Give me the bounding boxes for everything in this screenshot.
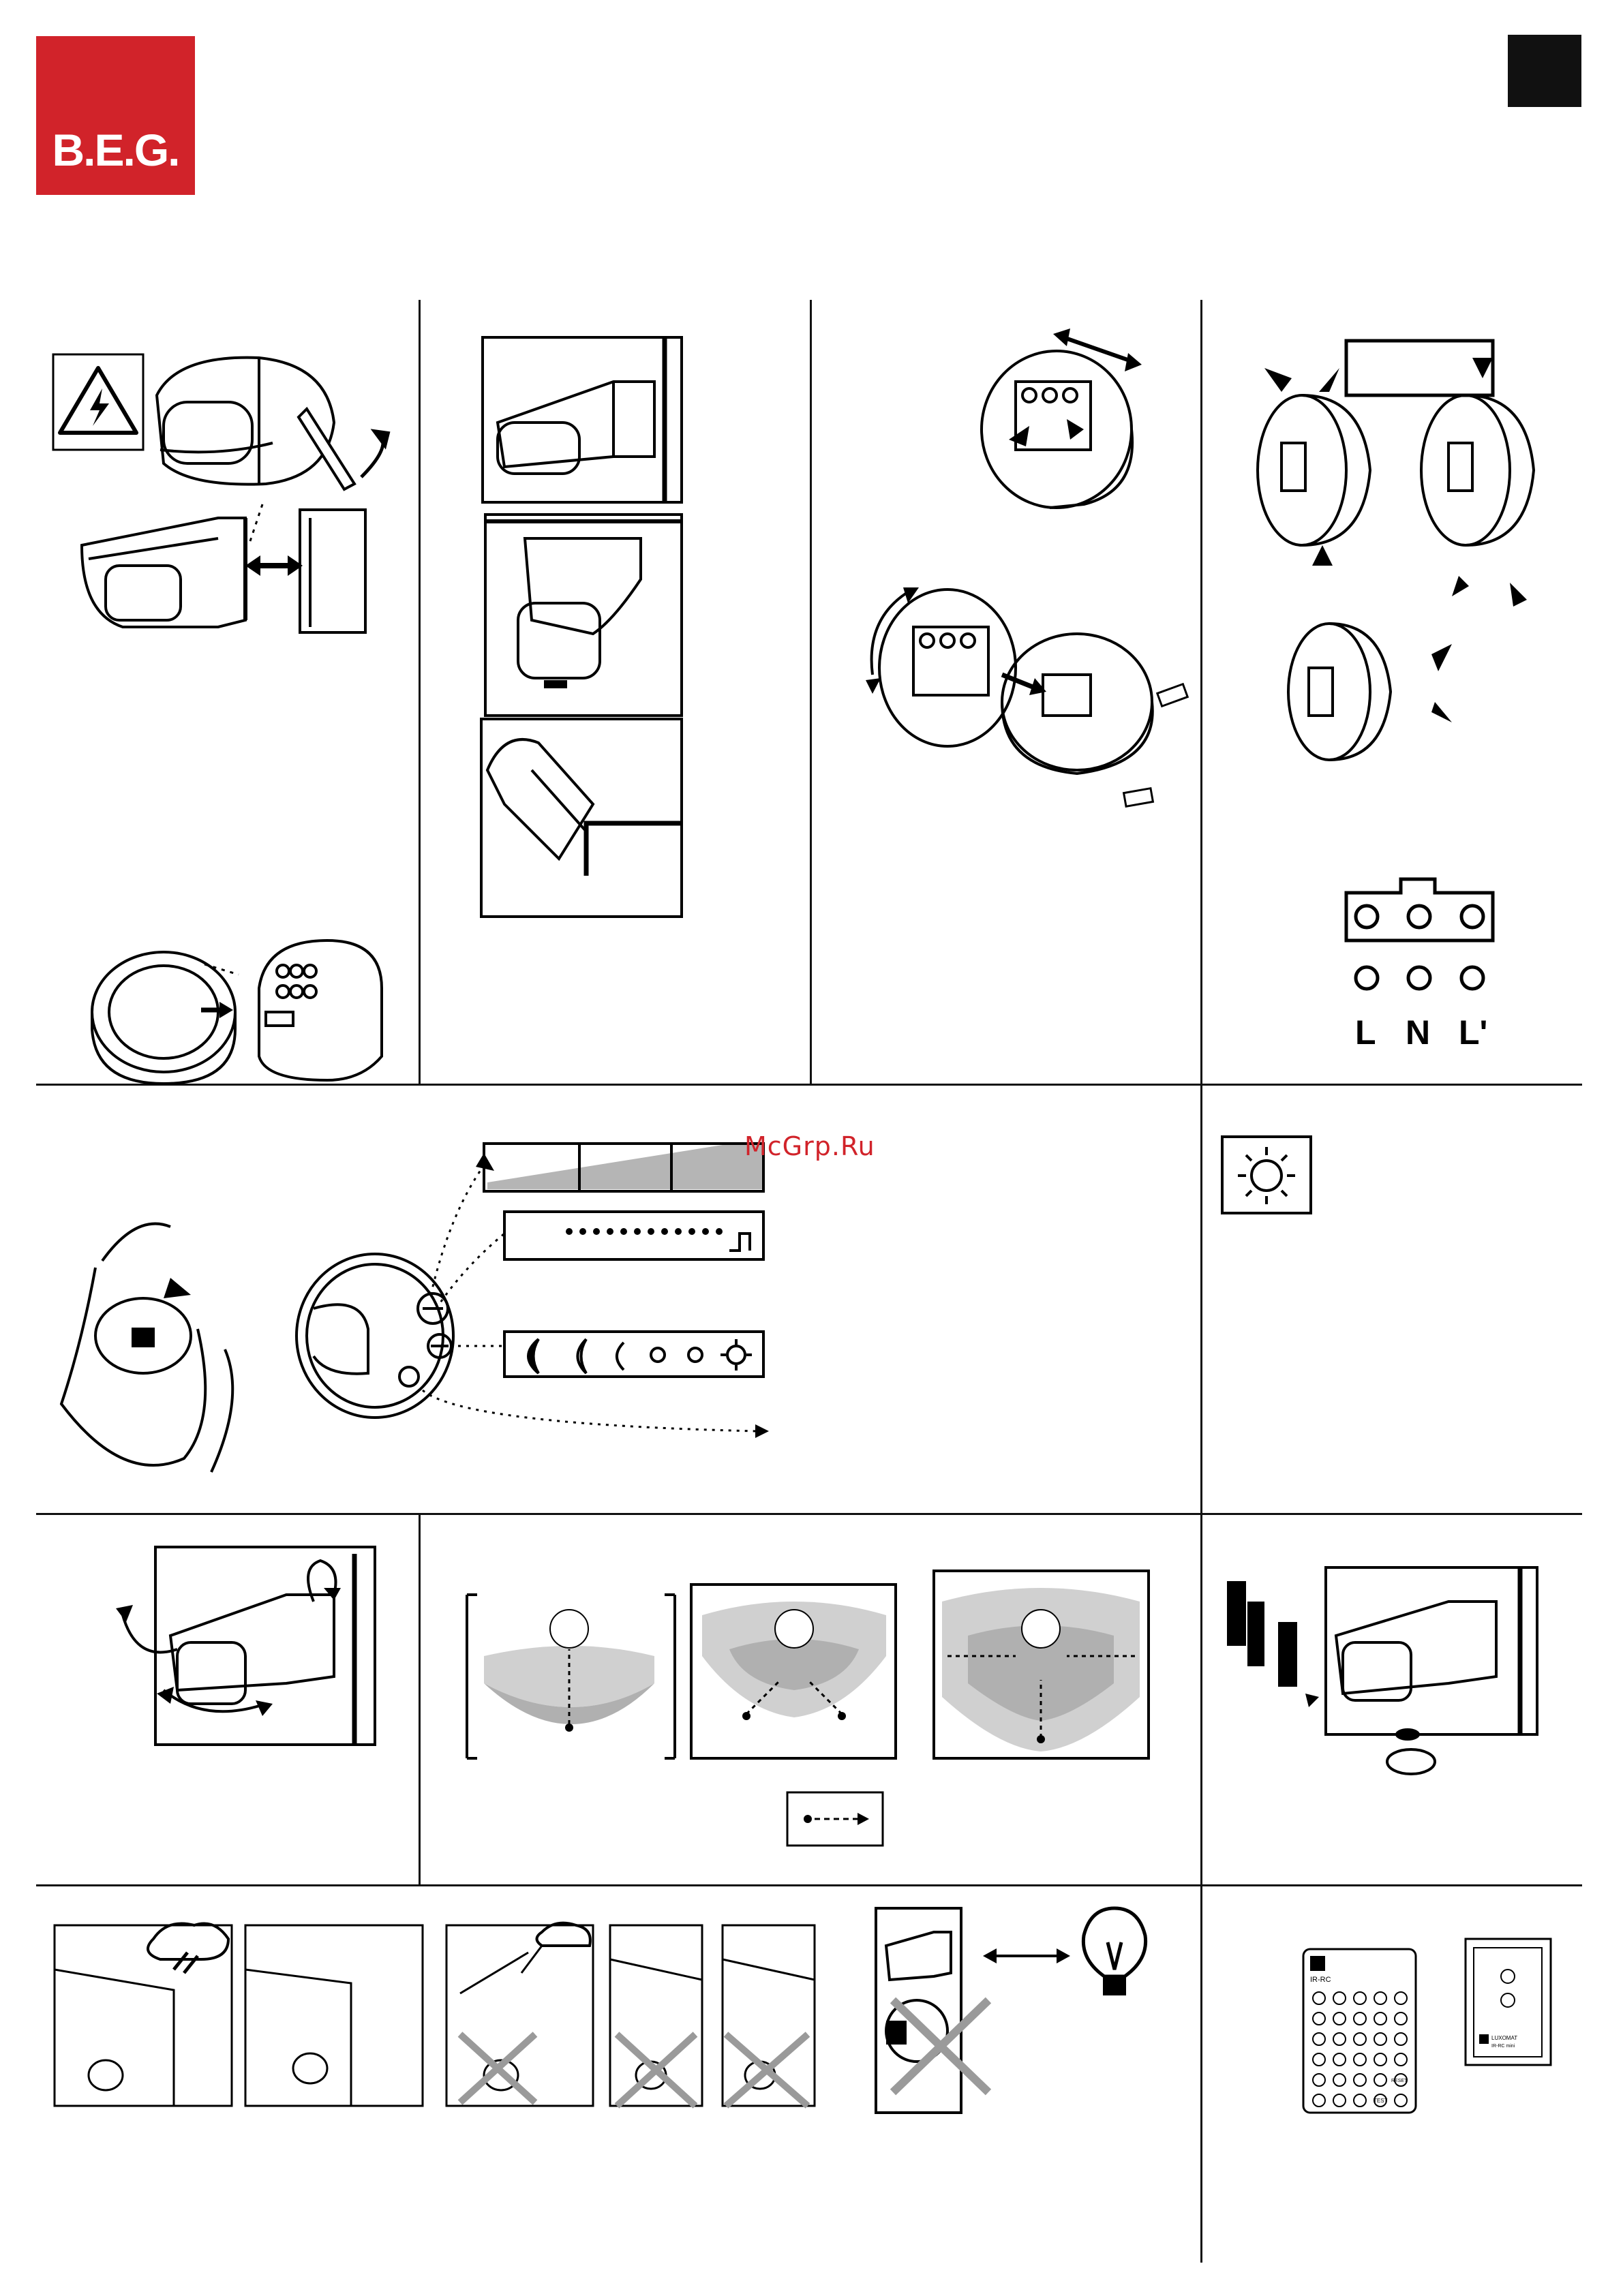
remote-mini: LUXOMAT IR-RC mini xyxy=(1466,1939,1551,2065)
divider xyxy=(36,1884,1582,1886)
section-5-settings xyxy=(41,1104,804,1486)
time-scale xyxy=(484,1144,763,1191)
hand-holding-sensor xyxy=(61,1224,232,1472)
battery-icons xyxy=(1227,1581,1297,1687)
warning-high-voltage-icon xyxy=(53,354,143,450)
divider xyxy=(419,1513,421,1884)
section-11-remote-controls: IR-RC TEST RESET LUXOMAT IR-RC mini xyxy=(1295,1935,1554,2113)
wall-mount-panel xyxy=(483,337,682,502)
divider xyxy=(810,300,812,1084)
cover-ring xyxy=(92,952,235,1084)
housing-top-entry xyxy=(1258,395,1370,545)
language-marker-box xyxy=(1508,35,1581,107)
base-rotating xyxy=(872,590,1016,746)
wall-plate xyxy=(300,510,365,632)
terminal-label-L: L xyxy=(1355,1013,1376,1052)
remote-mini-model: IR-RC mini xyxy=(1491,2044,1515,2049)
light-bulb-icon xyxy=(1083,1908,1145,1976)
housing-bottom-entry xyxy=(1421,395,1534,545)
scene-4-crossed xyxy=(610,1925,702,2106)
leader-lines xyxy=(423,1165,757,1431)
sun-icon xyxy=(1238,1147,1295,1204)
logo-text: B.E.G. xyxy=(36,124,195,176)
section-9-battery xyxy=(1224,1561,1544,1779)
legend-walk-direction xyxy=(787,1792,883,1846)
scene-1 xyxy=(55,1924,232,2107)
dial-panel xyxy=(297,1254,453,1418)
remote-reset-label: RESET xyxy=(1391,2079,1408,2083)
divider xyxy=(36,1513,1582,1515)
base-top-view xyxy=(982,351,1132,508)
double-arrow xyxy=(983,1948,1070,1963)
double-arrow xyxy=(245,555,303,576)
remote-model-label: IR-RC xyxy=(1310,1976,1331,1984)
section-1-disassembly xyxy=(41,341,409,1090)
scene-5-crossed xyxy=(723,1925,815,2106)
terminal-label-Lprime: L' xyxy=(1459,1013,1487,1052)
section-10b-lamp-distance xyxy=(873,1905,1186,2116)
range-panel-1 xyxy=(467,1595,675,1758)
section-2-mounting xyxy=(477,334,695,920)
section-4-cable-entries: L N L' xyxy=(1227,341,1554,1050)
section-3-terminal-base xyxy=(845,320,1186,825)
lux-scale xyxy=(504,1332,763,1377)
sensitivity-scale xyxy=(504,1212,763,1259)
watermark: McGrp.Ru xyxy=(744,1131,875,1161)
scene-2 xyxy=(245,1925,423,2106)
beg-logo: B.E.G. xyxy=(36,36,195,195)
section-6-daylight xyxy=(1220,1135,1316,1216)
arrow-insert xyxy=(1002,675,1046,695)
remote-large: IR-RC TEST RESET xyxy=(1303,1949,1416,2113)
screwdriver xyxy=(299,409,389,489)
range-panel-2 xyxy=(691,1585,896,1758)
corner-mount-panel xyxy=(481,719,682,917)
base-mounted xyxy=(1002,634,1153,774)
scene-3-crossed xyxy=(446,1923,593,2106)
terminal-label-N: N xyxy=(1406,1013,1430,1052)
remote-test-label: TEST xyxy=(1374,2098,1388,2104)
section-10-installation-do-dont xyxy=(51,1905,845,2109)
pulse-dots xyxy=(566,1228,723,1235)
ceiling-mount-panel xyxy=(485,515,682,716)
section-7-head-adjust xyxy=(116,1540,382,1751)
divider xyxy=(419,300,421,1084)
section-8-detection-range xyxy=(457,1561,1186,1861)
housing-side-entry xyxy=(1288,624,1391,760)
sensor-side-view xyxy=(82,518,245,627)
remote-mini-brand: LUXOMAT xyxy=(1491,2035,1517,2041)
divider xyxy=(1200,300,1202,2263)
terminal-box xyxy=(259,940,382,1080)
range-panel-3 xyxy=(934,1571,1149,1758)
